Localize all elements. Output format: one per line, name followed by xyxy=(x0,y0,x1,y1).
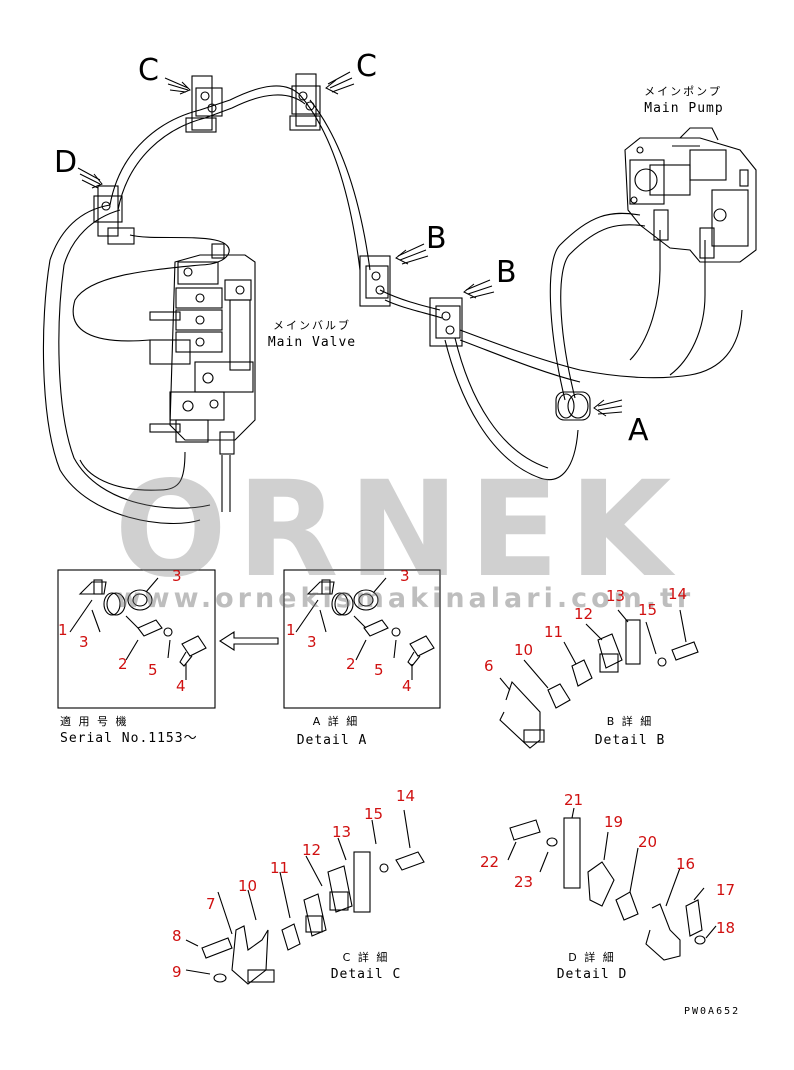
callout-c-9: 9 xyxy=(172,963,182,981)
callout-a-5: 5 xyxy=(374,661,384,679)
detail-a-caption-en: Detail A xyxy=(296,733,368,748)
pointer-arrows xyxy=(77,71,623,417)
callout-c-11: 11 xyxy=(270,859,290,877)
callout-d-22: 22 xyxy=(480,853,500,871)
serial-detail-box xyxy=(57,569,216,709)
watermark-url: www.ornekismakinalari.com.tr xyxy=(115,583,695,614)
callout-serial-1: 1 xyxy=(58,621,68,639)
pointer-letter-c-right: C xyxy=(356,49,377,84)
callout-c-8: 8 xyxy=(172,927,182,945)
callout-c-15: 15 xyxy=(364,805,384,823)
callout-b-13: 13 xyxy=(606,587,626,605)
detail-d-caption-en: Detail D xyxy=(556,967,628,982)
callout-c-10: 10 xyxy=(238,877,258,895)
callout-b-15: 15 xyxy=(638,601,658,619)
detail-c-parts xyxy=(185,809,425,985)
callout-d-23: 23 xyxy=(514,873,534,891)
main-valve-label-jp: メインバルブ xyxy=(273,319,351,332)
detail-c-caption-en: Detail C xyxy=(330,967,402,982)
callout-b-6: 6 xyxy=(484,657,494,675)
serial-parts xyxy=(69,577,207,680)
detail-d-parts xyxy=(507,807,717,961)
callout-d-19: 19 xyxy=(604,813,624,831)
callout-a-3a: 3 xyxy=(307,633,317,651)
main-valve-label-en: Main Valve xyxy=(267,335,357,350)
clamp-d xyxy=(93,185,135,245)
callout-serial-3b: 3 xyxy=(172,567,182,585)
clamp-c-left xyxy=(185,75,223,133)
pointer-letter-b-upper: B xyxy=(426,221,447,256)
pointer-letter-a: A xyxy=(628,413,649,448)
callout-d-21: 21 xyxy=(564,791,584,809)
main-pump-label-jp: メインポンプ xyxy=(644,85,722,98)
main-valve-drawing xyxy=(149,243,256,455)
main-pump-drawing xyxy=(624,127,757,263)
callout-b-10: 10 xyxy=(514,641,534,659)
callout-serial-3a: 3 xyxy=(79,633,89,651)
callout-b-11: 11 xyxy=(544,623,564,641)
detail-a-box xyxy=(283,569,441,709)
callout-b-12: 12 xyxy=(574,605,594,623)
clamp-a xyxy=(555,391,591,421)
callout-serial-5: 5 xyxy=(148,661,158,679)
detail-d-caption-jp: D 詳 細 xyxy=(568,951,616,964)
serial-caption-en: Serial No.1153〜 xyxy=(60,731,198,746)
direction-arrow xyxy=(218,630,279,652)
main-pump-label-en: Main Pump xyxy=(644,101,724,116)
callout-c-13: 13 xyxy=(332,823,352,841)
hose-lines xyxy=(42,85,743,525)
pointer-letter-b-lower: B xyxy=(496,255,517,290)
clamp-b-upper xyxy=(359,255,391,307)
detail-b-caption-jp: B 詳 細 xyxy=(606,715,654,728)
callout-b-14: 14 xyxy=(668,585,688,603)
callout-d-18: 18 xyxy=(716,919,736,937)
callout-d-16: 16 xyxy=(676,855,696,873)
detail-b-caption-en: Detail B xyxy=(594,733,666,748)
callout-d-17: 17 xyxy=(716,881,736,899)
callout-d-20: 20 xyxy=(638,833,658,851)
detail-c-caption-jp: C 詳 細 xyxy=(342,951,390,964)
detail-a-parts xyxy=(295,577,435,680)
callout-a-2: 2 xyxy=(346,655,356,673)
watermark-logo: ORNEK xyxy=(114,453,682,607)
pointer-letter-d: D xyxy=(54,145,78,180)
drawing-code: PW0A652 xyxy=(684,1006,741,1017)
callout-c-7: 7 xyxy=(206,895,216,913)
clamp-c-right xyxy=(289,73,321,131)
detail-a-caption-jp: A 詳 細 xyxy=(312,715,360,728)
callout-a-4: 4 xyxy=(402,677,412,695)
callout-serial-4: 4 xyxy=(176,677,186,695)
callout-c-14: 14 xyxy=(396,787,416,805)
clamp-b-lower xyxy=(429,297,463,347)
serial-caption-jp: 適 用 号 機 xyxy=(60,715,129,728)
callout-serial-2: 2 xyxy=(118,655,128,673)
detail-b-parts xyxy=(499,609,699,749)
callout-a-1: 1 xyxy=(286,621,296,639)
callout-c-12: 12 xyxy=(302,841,322,859)
pointer-letter-c-left: C xyxy=(138,53,159,88)
callout-a-3b: 3 xyxy=(400,567,410,585)
